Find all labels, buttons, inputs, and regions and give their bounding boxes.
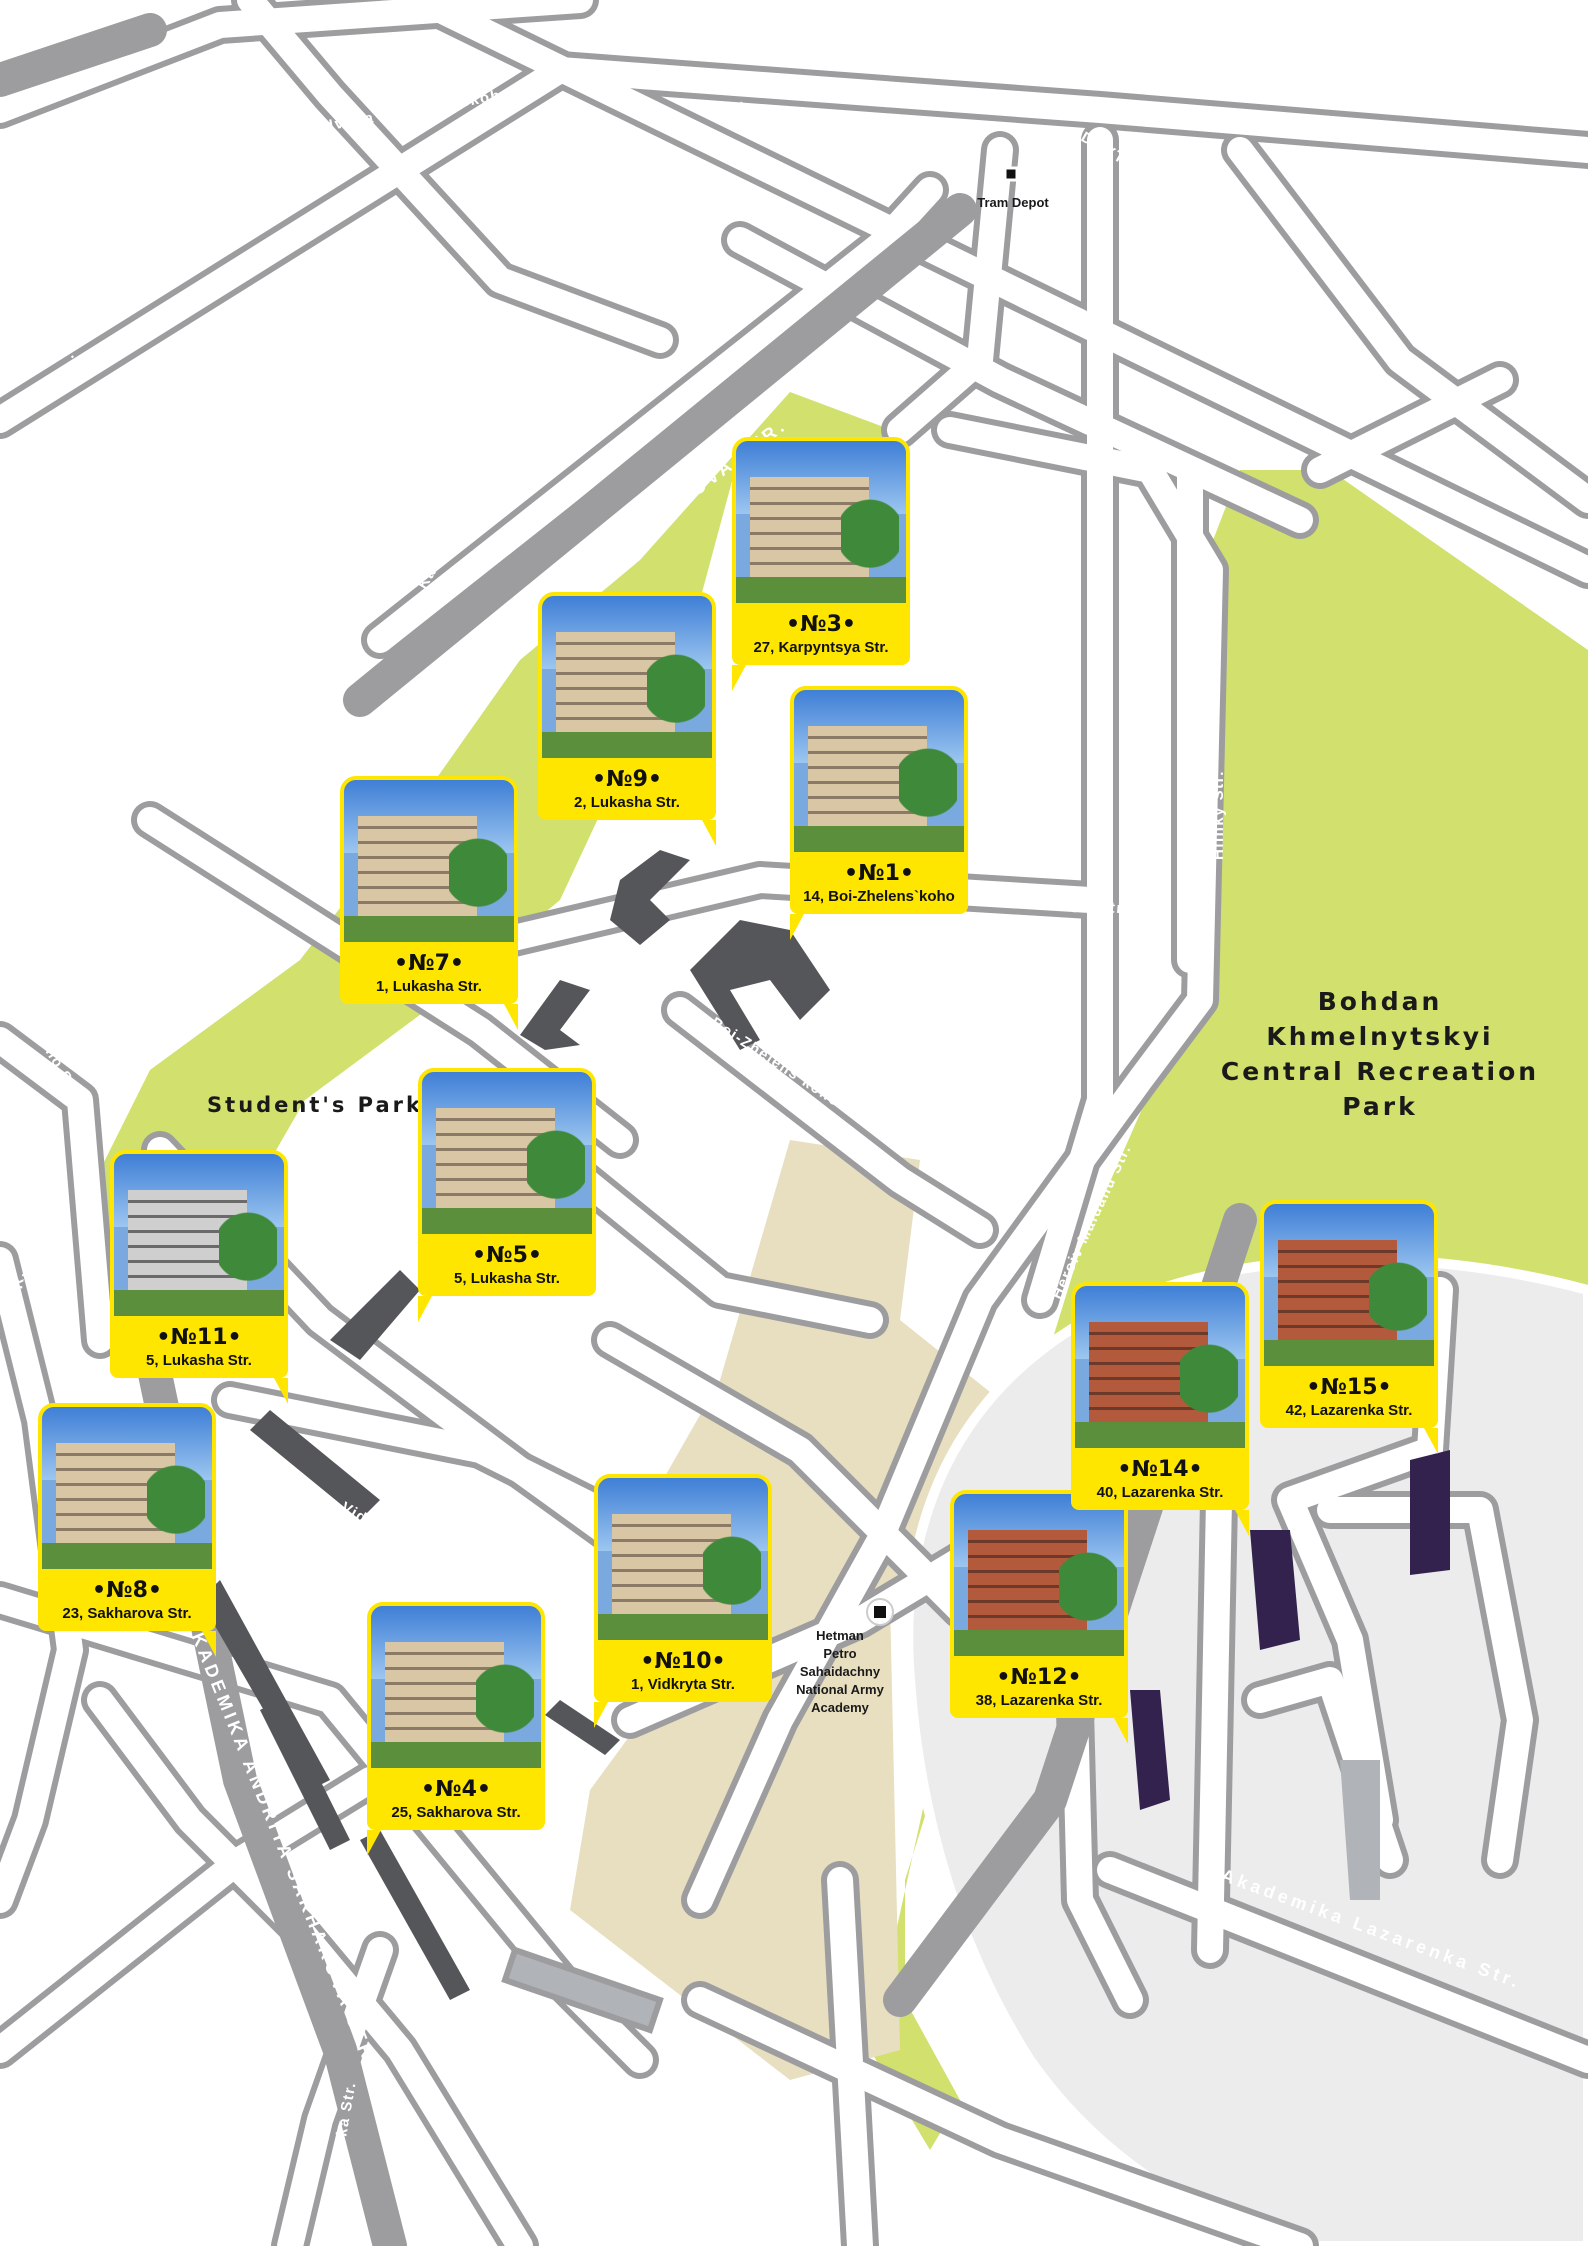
dorm-marker-1[interactable]: •№1• 14, Boi-Zhelens`koho [790,686,968,940]
street-chuprynky: Henerala Chuprynky Str. [13,160,197,288]
building-grey-south [501,1946,664,2034]
dorm-marker-8[interactable]: •№8• 23, Sakharova Str. [38,1403,216,1657]
street-koho: koho Str. [12,300,82,363]
dorm-number: •№5• [472,1243,542,1268]
dorm-photo [418,1068,596,1238]
dorm-marker-5[interactable]: •№5• 5, Lukasha Str. [418,1068,596,1322]
dorm-photo [790,686,968,856]
tram-depot-label: Tram Depot [977,195,1049,210]
building-15 [1410,1450,1450,1575]
svg-text:Park: Park [1342,1092,1417,1121]
dorm-address: 1, Lukasha Str. [376,978,482,995]
dorm-marker-4[interactable]: •№4• 25, Sakharova Str. [367,1602,545,1856]
dorm-photo [1260,1200,1438,1370]
dorm-number: •№12• [996,1665,1082,1690]
svg-text:Bohdan: Bohdan [1318,987,1443,1016]
dorm-address: 14, Boi-Zhelens`koho [803,888,955,905]
dorm-address: 5, Lukasha Str. [146,1352,252,1369]
dorm-photo [1071,1282,1249,1452]
dorm-photo [367,1602,545,1772]
dorm-marker-11[interactable]: •№11• 5, Lukasha Str. [110,1150,288,1404]
academy-label-4: National Army [796,1682,884,1697]
central-park-label: Bohdan Khmelnytskyi Central Recreation P… [1221,987,1539,1121]
dorm-marker-7[interactable]: •№7• 1, Lukasha Str. [340,776,518,1030]
dorm-buildings [200,850,830,2000]
building-grey-campus [1340,1760,1380,1900]
dorm-address: 1, Vidkryta Str. [631,1676,735,1693]
dorm-address: 38, Lazarenka Str. [975,1692,1103,1709]
academy-label-3: Sahaidachny [800,1664,881,1679]
building-8b [260,1700,350,1850]
academy-label-1: Hetman [816,1628,864,1643]
dorm-marker-14[interactable]: •№14• 40, Lazarenka Str. [1071,1282,1249,1536]
building-7 [520,980,590,1050]
dorm-address: 27, Karpyntsya Str. [753,639,889,656]
dorm-address: 5, Lukasha Str. [454,1270,560,1287]
dorm-number: •№4• [421,1777,491,1802]
academy-area [570,1140,1000,2080]
street-maidanu-top: Heroiv Maidanu Str. [1087,651,1104,820]
dorm-marker-9[interactable]: •№9• 2, Lukasha Str. [538,592,716,846]
dorm-marker-10[interactable]: •№10• 1, Vidkryta Str. [594,1474,772,1728]
building-14 [1250,1530,1300,1650]
dorm-number: •№3• [786,612,856,637]
dorm-number: •№9• [592,767,662,792]
dorm-number: •№14• [1117,1457,1203,1482]
dorm-photo [594,1474,772,1644]
street-tr: TR. [7,1270,29,1301]
dorm-marker-12[interactable]: •№12• 38, Lazarenka Str. [950,1490,1128,1744]
dorm-photo [732,437,910,607]
dorm-number: •№7• [394,951,464,976]
dorm-marker-15[interactable]: •№15• 42, Lazarenka Str. [1260,1200,1438,1454]
dorm-address: 40, Lazarenka Str. [1096,1484,1224,1501]
dorm-buildings-lazarenka [1130,1450,1450,1810]
dorm-number: •№8• [92,1578,162,1603]
building-10 [545,1700,620,1755]
academy-label-2: Petro [823,1646,856,1661]
building-12 [1130,1690,1170,1810]
street-hlinky: Hlinky Str. [1210,770,1227,860]
dorm-number: •№1• [844,861,914,886]
building-5 [330,1270,420,1360]
dorm-number: •№11• [156,1325,242,1350]
building-11 [250,1410,380,1520]
dorm-number: •№15• [1306,1375,1392,1400]
street-pokhyla: Pokhyla Str. [949,1048,1053,1096]
dorm-address: 25, Sakharova Str. [391,1804,521,1821]
dorm-photo [950,1490,1128,1660]
dorm-address: 42, Lazarenka Str. [1285,1402,1413,1419]
dorm-number: •№10• [640,1649,726,1674]
academy-label-5: Academy [811,1700,870,1715]
dorm-address: 2, Lukasha Str. [574,794,680,811]
dorm-photo [340,776,518,946]
dorm-marker-3[interactable]: •№3• 27, Karpyntsya Str. [732,437,910,691]
street-kotliarevskoho-2: a Kotlyarevskoho Str. [3,408,167,523]
dorm-photo [538,592,716,762]
building-9 [610,850,690,945]
building-1 [690,920,830,1050]
svg-text:Central Recreation: Central Recreation [1221,1057,1539,1086]
svg-text:Khmelnytskyi: Khmelnytskyi [1266,1022,1493,1051]
dorm-photo [38,1403,216,1573]
student-park-label: Student's Park [207,1093,423,1117]
street-vidkryta: Vidkryta Str. [338,1499,439,1567]
building-4 [360,1830,470,2000]
dorm-photo [110,1150,288,1320]
tram-depot-poi: Tram Depot [977,166,1049,210]
academy-poi: Hetman Petro Sahaidachny National Army A… [796,1598,894,1715]
dorm-address: 23, Sakharova Str. [62,1605,192,1622]
